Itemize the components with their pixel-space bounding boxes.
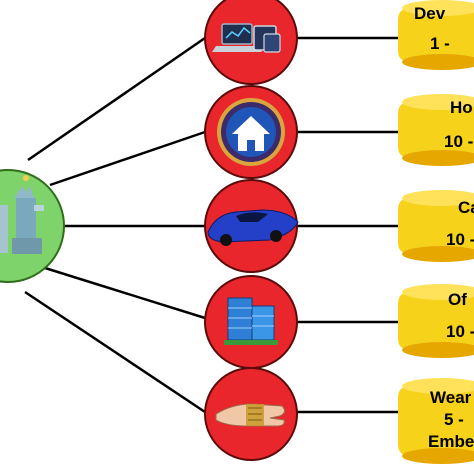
hub-node xyxy=(0,169,65,283)
connector-hub-home xyxy=(49,130,206,187)
car-title: Ca xyxy=(458,198,474,217)
home-range: 10 - xyxy=(444,132,474,151)
card-wearable-text: Wear 5 - Embe xyxy=(404,388,474,458)
wearable-title: Wear xyxy=(430,388,472,407)
card-devices-text: Dev 1 - xyxy=(404,4,474,60)
label-cards xyxy=(398,0,474,464)
node-office xyxy=(204,275,298,369)
devices-range: 1 - xyxy=(430,34,450,53)
wearable-range: 5 - xyxy=(444,410,464,429)
devices-title: Dev xyxy=(414,4,446,23)
car-range: 10 - xyxy=(446,230,474,249)
card-wearable xyxy=(398,378,474,464)
card-car xyxy=(398,190,474,262)
node-home xyxy=(204,85,298,179)
office-title: Of xyxy=(448,290,467,309)
laptop-tablet-icon xyxy=(212,23,281,53)
wearable-hand-icon xyxy=(215,403,286,427)
home-title: Ho xyxy=(450,98,473,117)
connector-hub-wearable xyxy=(24,290,206,414)
node-car xyxy=(204,179,299,273)
connector-hub-devices xyxy=(27,36,206,162)
card-connectors xyxy=(296,36,414,414)
card-home-text: Ho 10 - xyxy=(404,98,474,154)
node-wearable xyxy=(204,367,298,461)
home-icon xyxy=(217,98,285,166)
card-office xyxy=(398,284,474,358)
node-devices xyxy=(204,0,298,85)
card-car-text: Ca 10 - xyxy=(404,198,474,254)
card-office-text: Of 10 - xyxy=(404,290,474,346)
statue-of-liberty-icon xyxy=(0,175,44,254)
card-home xyxy=(398,94,474,166)
office-building-icon xyxy=(224,297,278,345)
sports-car-icon xyxy=(207,209,299,246)
office-range: 10 - xyxy=(446,322,474,341)
card-devices xyxy=(398,0,474,70)
wearable-subtitle: Embe xyxy=(428,432,474,451)
hub-connectors xyxy=(24,36,206,414)
connector-hub-office xyxy=(44,266,206,320)
